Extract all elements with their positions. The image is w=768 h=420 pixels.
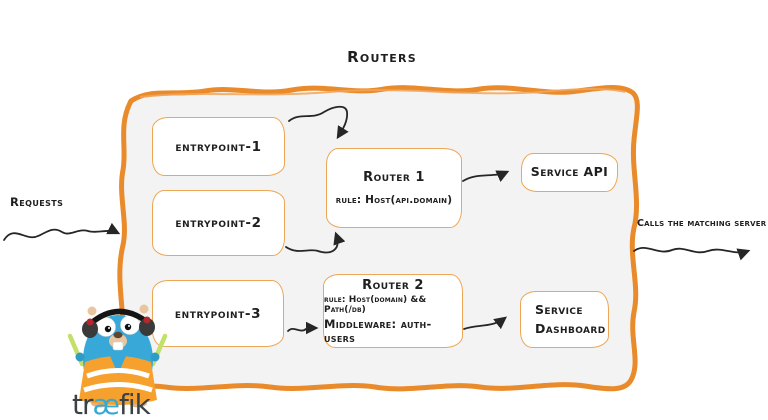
calls-the-matching-server-label: Calls the matching server xyxy=(637,218,767,229)
routers-container-outline-accent xyxy=(139,87,626,98)
entrypoint-1-box: entrypoint-1 xyxy=(152,117,285,176)
router-1-box: Router 1 rule: Host(api.domain) xyxy=(326,148,462,228)
arrow-entrypoint2-to-router1 xyxy=(285,231,346,254)
router-2-middleware: Middleware: auth-users xyxy=(324,316,432,345)
router-1-rule: rule: Host(api.domain) xyxy=(335,194,453,206)
wordmark-pre: tr xyxy=(72,388,93,420)
router-2-box: Router 2 rule: Host(domain) && Path(/db)… xyxy=(323,274,463,348)
arrow-entrypoint1-to-router1 xyxy=(288,105,349,140)
entrypoint-3-label: entrypoint-3 xyxy=(174,305,262,322)
traefik-gopher-mascot-icon xyxy=(67,304,168,408)
entrypoint-1-label: entrypoint-1 xyxy=(175,138,262,155)
arrow-router2-to-service-dashboard xyxy=(463,316,507,330)
service-dashboard-label: Service Dashboard xyxy=(535,301,606,336)
wordmark-ae: æ xyxy=(92,388,120,420)
router-1-title: Router 1 xyxy=(363,170,425,185)
service-dashboard-box: Service Dashboard xyxy=(520,291,609,348)
entrypoint-3-box: entrypoint-3 xyxy=(152,280,284,347)
calls-arrow xyxy=(633,246,751,261)
wordmark-post: fik xyxy=(119,388,151,420)
service-api-label: Service API xyxy=(530,164,609,180)
arrow-entrypoint3-to-router2 xyxy=(287,321,319,335)
arrow-router1-to-service-api xyxy=(462,170,510,182)
router-2-title: Router 2 xyxy=(362,277,424,293)
diagram-title: Routers xyxy=(347,48,417,66)
entrypoint-2-label: entrypoint-2 xyxy=(175,215,262,231)
router-2-rule: rule: Host(domain) && Path(/db) xyxy=(324,294,427,315)
entrypoint-2-box: entrypoint-2 xyxy=(152,190,285,256)
traefik-wordmark: træfik xyxy=(72,388,151,420)
requests-arrow xyxy=(3,222,121,241)
requests-label: Requests xyxy=(10,195,64,209)
service-api-box: Service API xyxy=(521,153,618,192)
